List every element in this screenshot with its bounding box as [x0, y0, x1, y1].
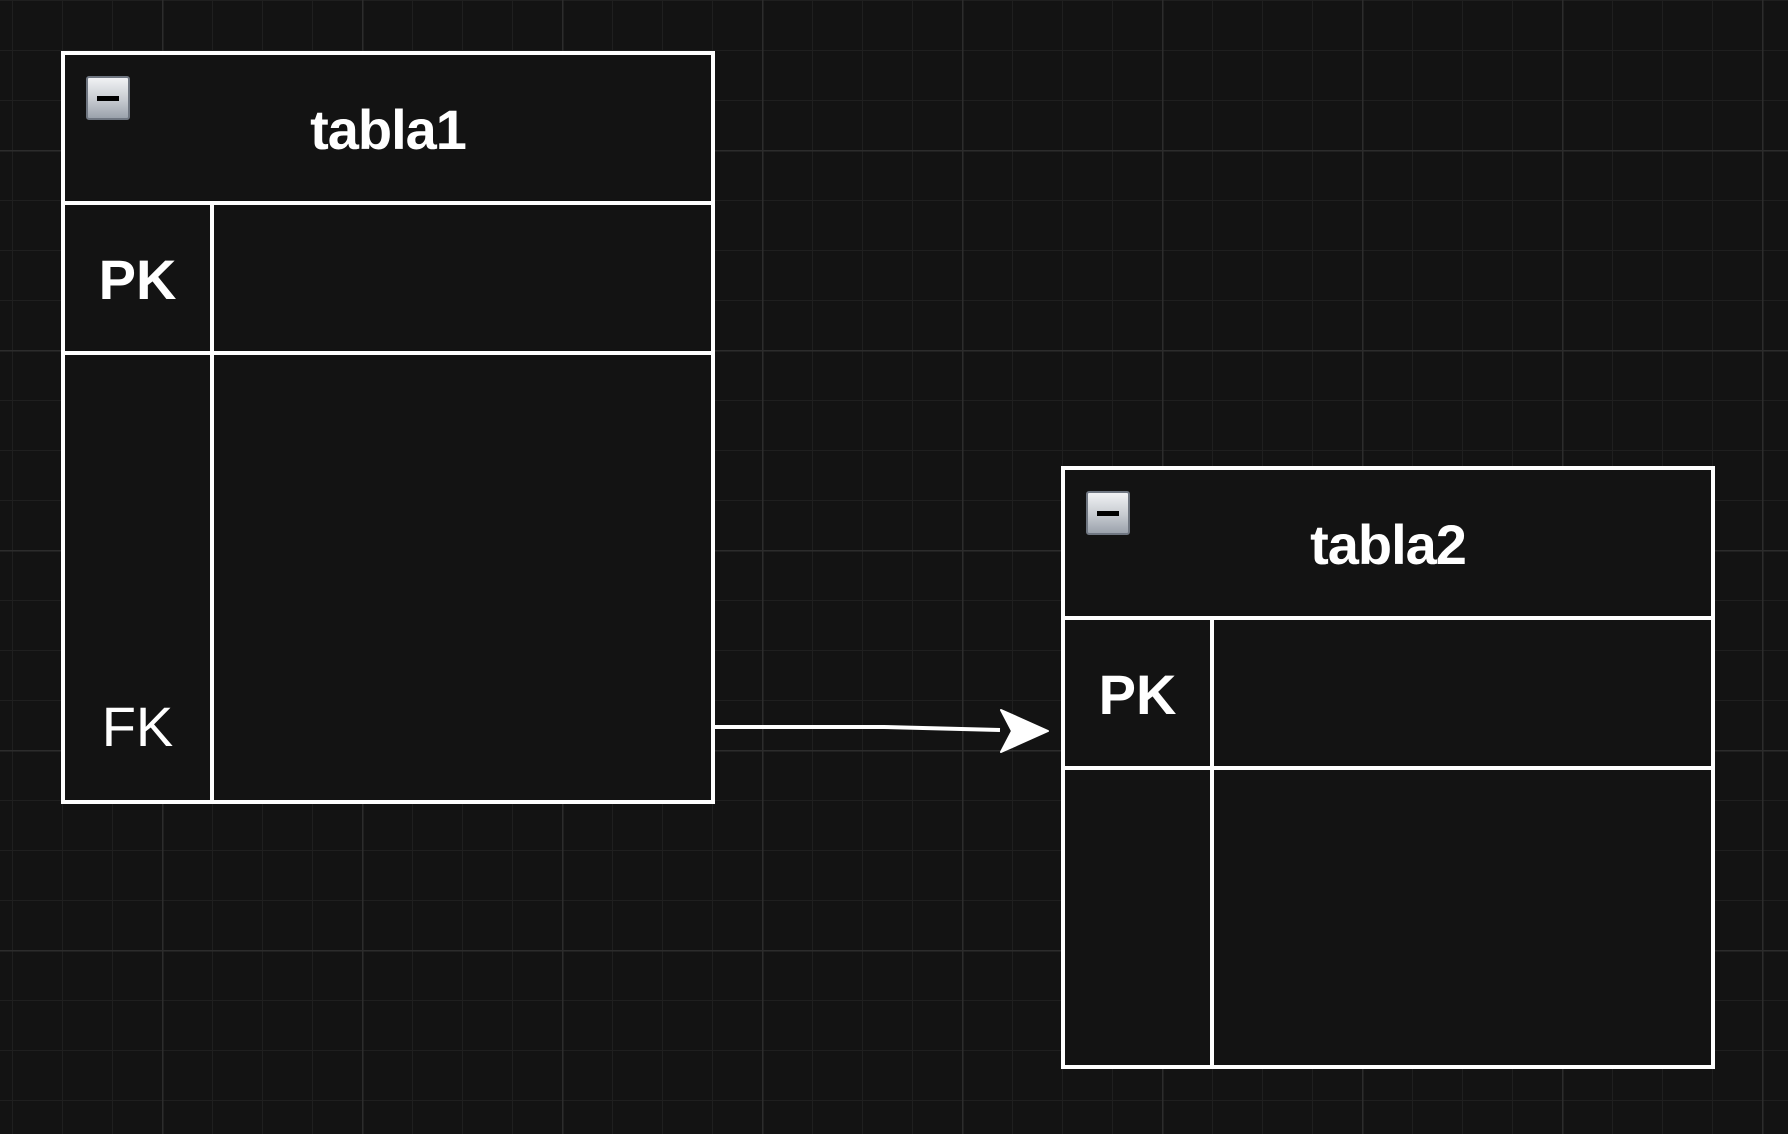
minus-bar	[97, 96, 119, 101]
arrow-right-icon	[1000, 709, 1049, 753]
table-header[interactable]: tabla1	[65, 55, 711, 205]
primary-key-row[interactable]: PK	[1065, 620, 1711, 770]
fk-label: FK	[101, 695, 174, 758]
connector-line[interactable]	[715, 725, 1001, 732]
table-tabla1[interactable]: tabla1 PK FK	[61, 51, 715, 804]
pk-label: PK	[98, 248, 177, 311]
minus-bar	[1097, 511, 1119, 516]
column-divider	[210, 205, 214, 800]
table-title: tabla1	[310, 98, 467, 161]
collapse-icon[interactable]	[1086, 491, 1130, 535]
table-tabla2[interactable]: tabla2 PK	[1061, 466, 1715, 1069]
table-header[interactable]: tabla2	[1065, 470, 1711, 620]
pk-label: PK	[1098, 663, 1177, 726]
primary-key-row[interactable]: PK	[65, 205, 711, 355]
collapse-icon[interactable]	[86, 76, 130, 120]
column-divider	[1210, 620, 1214, 1065]
table-title: tabla2	[1310, 513, 1467, 576]
